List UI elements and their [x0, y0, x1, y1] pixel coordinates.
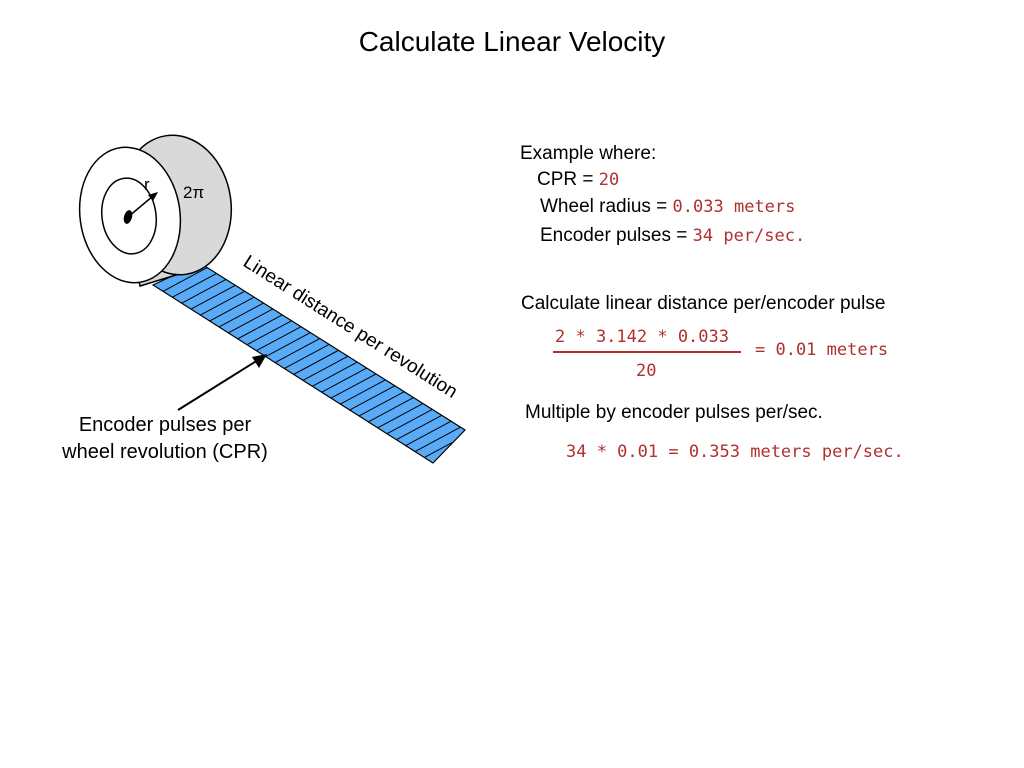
distance-result: = 0.01 meters	[755, 340, 889, 360]
pointer-line	[177, 359, 259, 411]
radius-label: r	[144, 175, 150, 194]
circumference-label: 2π	[183, 183, 204, 202]
example-cpr-row: CPR = 20	[537, 169, 619, 191]
example-radius-row: Wheel radius = 0.033 meters	[540, 196, 795, 218]
pulses-label: Encoder pulses =	[540, 225, 693, 246]
fraction-numerator: 2 * 3.142 * 0.033	[555, 327, 729, 347]
cpr-value: 20	[598, 170, 620, 190]
page-title: Calculate Linear Velocity	[358, 26, 666, 57]
pulses-value: 34 per/sec.	[692, 226, 806, 246]
example-heading: Example where:	[520, 143, 657, 164]
example-pulses-row: Encoder pulses = 34 per/sec.	[540, 225, 805, 247]
pointer-arrowhead	[252, 354, 267, 368]
fraction-bar	[553, 351, 741, 353]
radius-text: Wheel radius =	[540, 196, 673, 217]
fraction-denominator: 20	[636, 361, 657, 381]
strip-hatch-line	[417, 424, 465, 462]
step1-heading: Calculate linear distance per/encoder pu…	[521, 293, 886, 314]
radius-line	[127, 195, 154, 218]
radius-value: 0.033 meters	[672, 197, 796, 217]
encoder-caption-line1: Encoder pulses per	[78, 414, 252, 436]
radius-arrowhead	[148, 192, 158, 201]
encoder-caption-line2: wheel revolution (CPR)	[62, 441, 268, 463]
cpr-label: CPR =	[537, 169, 599, 190]
step2-heading: Multiple by encoder pulses per/sec.	[525, 402, 823, 423]
encoder-caption: Encoder pulses per wheel revolution (CPR…	[30, 412, 300, 466]
velocity-equation: 34 * 0.01 = 0.353 meters per/sec.	[566, 442, 904, 462]
